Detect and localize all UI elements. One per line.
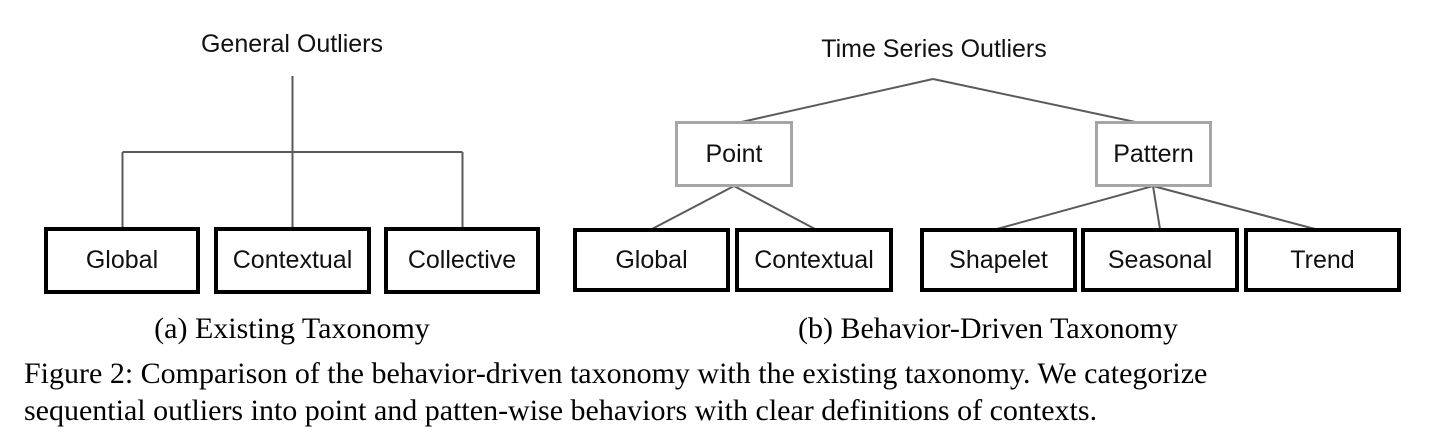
node-b-point: Point [675,121,793,187]
figure-caption-line-2: sequential outliers into point and patte… [24,394,1098,427]
node-b-point-label: Point [705,139,763,168]
node-a-contextual-label: Contextual [232,246,353,274]
panel-b-caption: (b) Behavior-Driven Taxonomy [798,312,1178,345]
node-a-collective-label: Collective [407,246,517,274]
node-b-global-label: Global [615,245,688,274]
node-a-contextual: Contextual [214,227,371,294]
node-b-global: Global [573,228,730,292]
node-b-contextual-label: Contextual [754,245,874,274]
node-b-shapelet: Shapelet [920,228,1077,292]
figure-caption: Figure 2: Comparison of the behavior-dri… [24,355,1428,429]
node-b-shapelet-label: Shapelet [949,245,1048,274]
node-a-global-label: Global [85,246,159,274]
node-a-global: Global [44,227,200,294]
panel-a-caption: (a) Existing Taxonomy [154,312,430,345]
node-b-seasonal: Seasonal [1081,228,1239,292]
node-a-collective: Collective [384,227,540,294]
node-b-seasonal-label: Seasonal [1107,245,1213,274]
node-b-pattern-label: Pattern [1113,139,1194,168]
node-b-contextual: Contextual [735,228,893,292]
node-b-pattern: Pattern [1095,121,1212,187]
figure-caption-line-1: Figure 2: Comparison of the behavior-dri… [24,357,1208,390]
node-b-trend-label: Trend [1290,245,1355,274]
panel-a-title: General Outliers [200,30,384,58]
node-b-trend: Trend [1244,228,1401,292]
panel-b-title: Time Series Outliers [821,35,1047,63]
